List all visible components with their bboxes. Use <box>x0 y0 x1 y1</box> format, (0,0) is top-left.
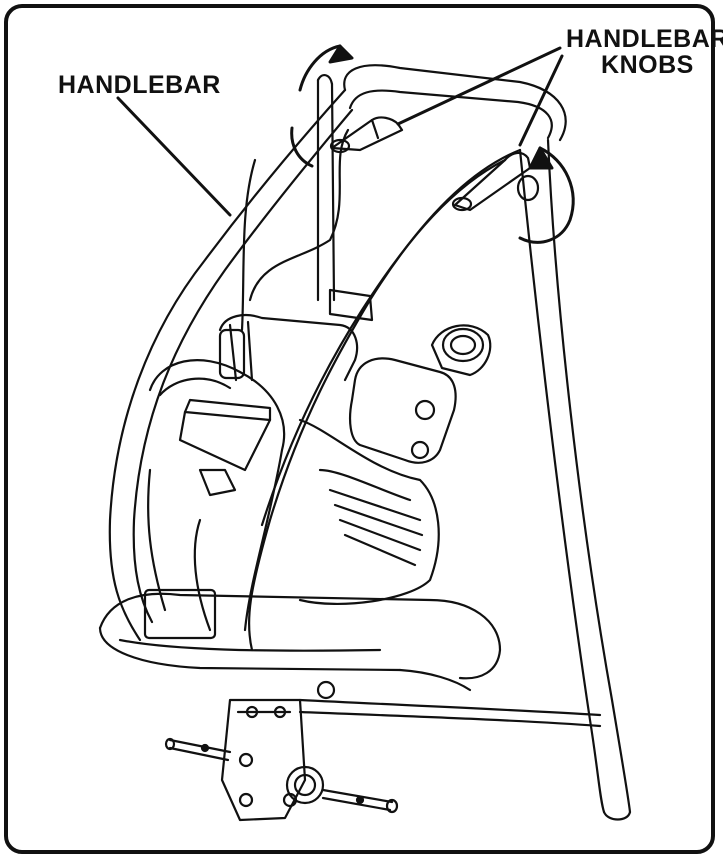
handlebar-knob-left <box>329 116 404 154</box>
rotation-arrow-left <box>290 44 354 168</box>
engine-body <box>147 288 492 632</box>
tine-shield <box>98 588 502 692</box>
handlebar <box>108 64 632 821</box>
gearbox <box>220 680 336 822</box>
handlebar-knobs-line2: KNOBS <box>601 51 694 79</box>
handlebar-knobs-callout-label: HANDLEBAR KNOBS <box>566 26 723 78</box>
rotation-arrow-right <box>518 146 575 244</box>
handlebar-knob-right <box>451 151 540 212</box>
tine-axle <box>164 737 399 814</box>
handlebar-callout-label: HANDLEBAR <box>58 71 221 99</box>
handlebar-knobs-line1: HANDLEBAR <box>566 25 723 53</box>
leader-lines <box>116 46 564 217</box>
center-pole <box>240 74 350 332</box>
tiller-illustration <box>98 44 632 822</box>
